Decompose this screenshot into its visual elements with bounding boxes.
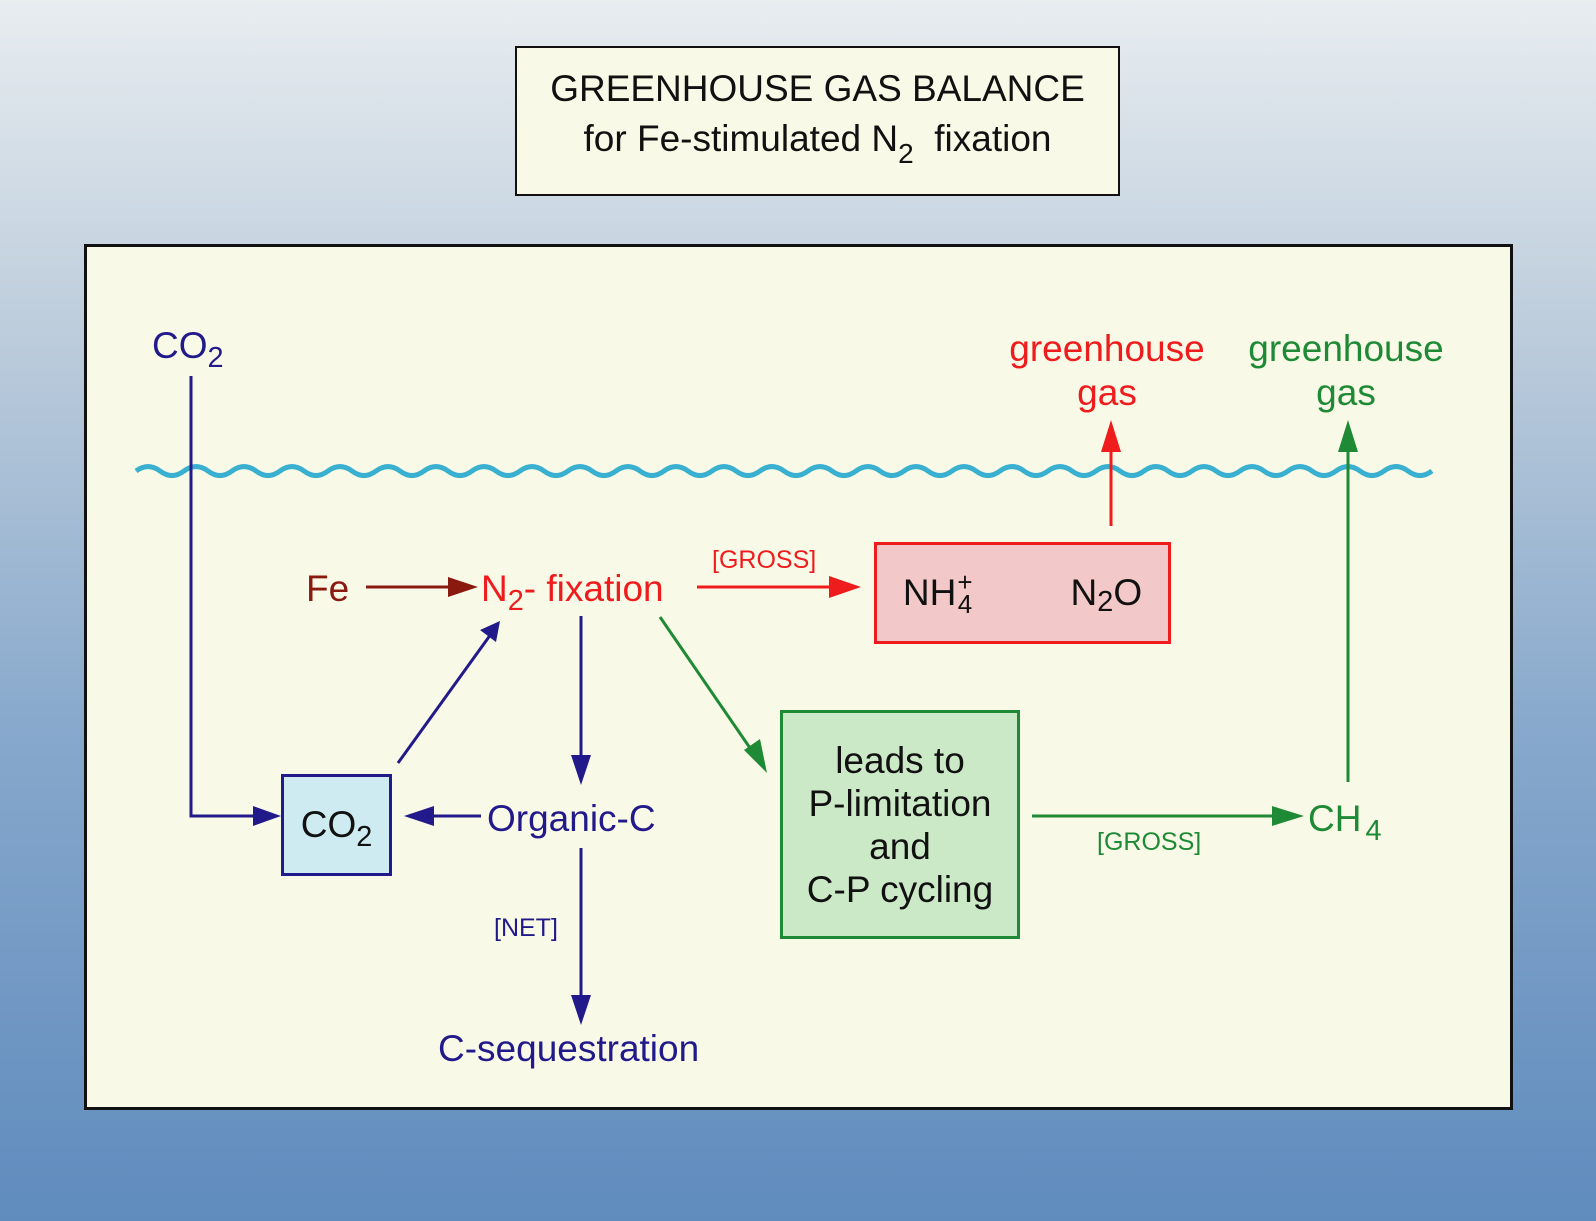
title-line-2: for Fe-stimulated N2 fixation: [584, 114, 1052, 179]
organic-c-label: Organic-C: [487, 798, 656, 839]
n2-fixation-label: N2- fixation: [481, 568, 664, 616]
c-sequestration-label: C-sequestration: [438, 1028, 700, 1069]
greenhouse-gas-green-line-1: greenhouse: [1248, 328, 1444, 369]
co2-atmosphere-label: CO2: [152, 325, 224, 373]
gross-label-bottom: [GROSS]: [1097, 828, 1202, 856]
title-line-2-subscript: 2: [898, 137, 914, 169]
arrowhead: [480, 621, 500, 642]
nh4-charge: +4: [957, 567, 973, 619]
ch4-text: CH: [1308, 798, 1362, 839]
n2o-o-text: O: [1113, 572, 1143, 613]
arrowhead: [1272, 806, 1304, 826]
greenhouse-gas-red-line-1: greenhouse: [1009, 328, 1205, 369]
n2-subscript: 2: [507, 585, 524, 618]
arrowhead: [571, 755, 591, 785]
title-line-1: GREENHOUSE GAS BALANCE: [550, 67, 1085, 109]
p-limitation-box: leads to P-limitation and C-P cycling: [780, 710, 1020, 939]
p-box-line-4: C-P cycling: [806, 868, 994, 910]
arrowhead: [253, 806, 281, 826]
nh4-superscript: +: [957, 567, 973, 597]
fe-label: Fe: [306, 568, 350, 609]
co2-atmosphere-text: CO: [152, 325, 208, 366]
diagram-panel: [84, 244, 1513, 1110]
co2-atmosphere-subscript: 2: [207, 342, 224, 375]
arrow-co2-box-to-n2-fixation: [396, 633, 493, 764]
co2-box-content: CO2: [300, 804, 373, 853]
arrowhead: [744, 739, 767, 773]
co2-box: CO2: [281, 774, 392, 876]
arrowhead: [1101, 420, 1121, 452]
title-box: GREENHOUSE GAS BALANCE for Fe-stimulated…: [515, 46, 1120, 196]
title-line-2-suffix: fixation: [934, 117, 1052, 159]
p-box-line-1: leads to: [835, 739, 965, 781]
fixation-text: - fixation: [523, 568, 664, 609]
n2o-subscript: 2: [1097, 585, 1114, 618]
title-line-2-prefix: for Fe-stimulated N: [583, 117, 899, 159]
greenhouse-gas-red-line-2: gas: [1077, 372, 1137, 413]
greenhouse-gas-red-label: greenhouse gas: [1001, 327, 1213, 415]
net-label: [NET]: [494, 914, 558, 942]
gross-label-top: [GROSS]: [712, 546, 817, 574]
ch4-subscript: 4: [1365, 815, 1382, 848]
p-box-line-3: and: [869, 825, 931, 867]
arrow-n2-fixation-to-p-limitation: [658, 616, 752, 749]
p-box-line-2: P-limitation: [808, 782, 992, 824]
co2-box-subscript: 2: [356, 821, 373, 854]
nh4-subscript: 4: [957, 589, 973, 619]
co2-box-text: CO: [300, 804, 357, 845]
arrowhead: [404, 806, 434, 826]
n2o-n-text: N: [1070, 572, 1098, 613]
water-surface: [134, 464, 1434, 478]
n2-text: N: [481, 568, 508, 609]
nh4-text: NH: [902, 572, 957, 613]
arrow-co2-atmosphere-to-co2-box: [189, 376, 262, 818]
greenhouse-gas-green-line-2: gas: [1316, 372, 1376, 413]
arrowhead: [829, 576, 861, 598]
greenhouse-gas-green-label: greenhouse gas: [1240, 327, 1452, 415]
arrowhead: [571, 995, 591, 1025]
arrowhead: [448, 577, 478, 597]
arrowhead: [1338, 420, 1358, 452]
